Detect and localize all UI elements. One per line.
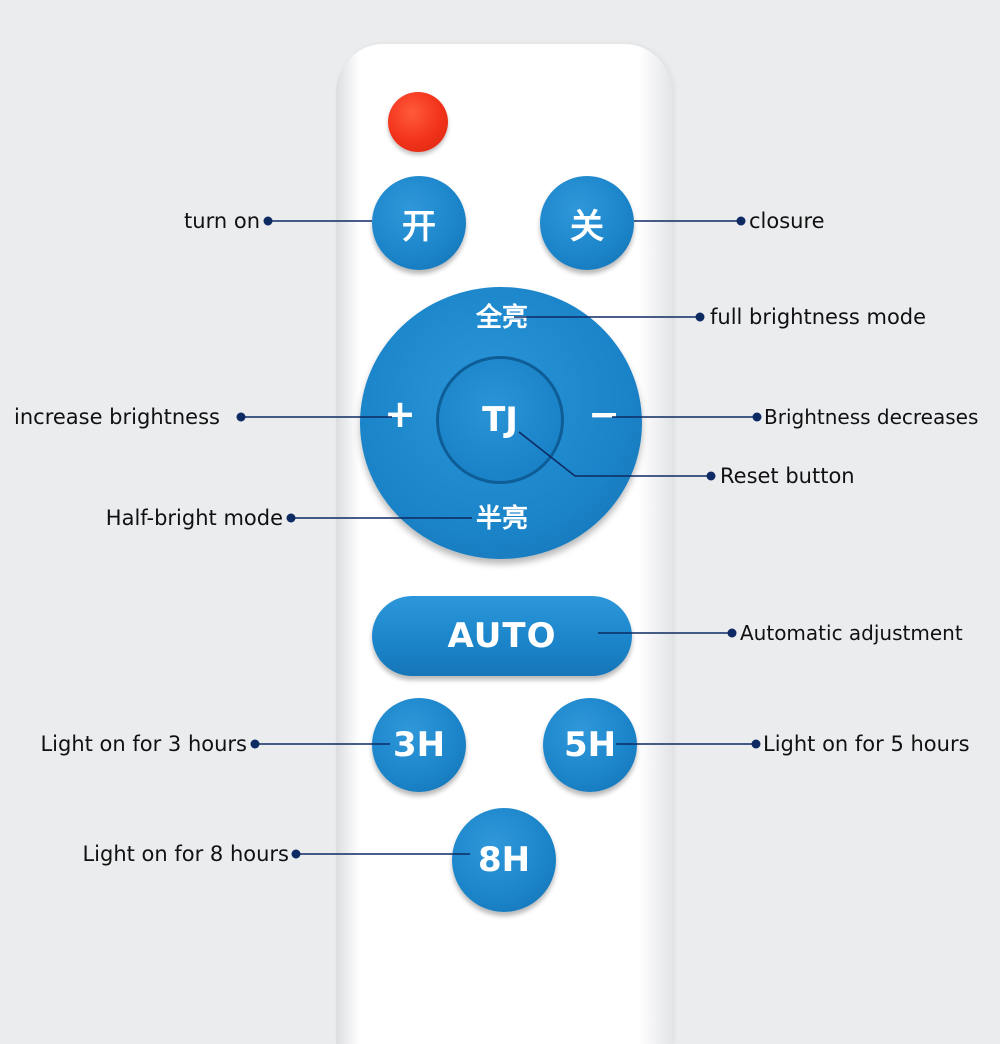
label-brightness-decreases: Brightness decreases [764,405,979,429]
dot-5h [751,739,761,749]
label-light-3h: Light on for 3 hours [40,732,247,756]
label-increase-brightness: increase brightness [14,405,220,429]
timer-8h-button[interactable]: 8H [452,808,556,912]
reset-tj-label: TJ [482,400,518,440]
dot-reset [706,471,716,481]
timer-3h-button[interactable]: 3H [372,698,466,792]
decrease-brightness-button[interactable]: − [588,392,620,436]
dot-closure [736,216,746,226]
label-closure: closure [749,209,825,233]
leader-lines [236,216,762,859]
reset-tj-button[interactable]: TJ [436,356,564,484]
label-light-8h: Light on for 8 hours [82,842,289,866]
turn-on-button[interactable]: 开 [372,176,466,270]
full-bright-button[interactable]: 全亮 [475,303,528,333]
dot-3h [250,739,260,749]
closure-button[interactable]: 关 [540,176,634,270]
timer-8h-label: 8H [477,840,531,880]
label-half-bright-mode: Half-bright mode [105,506,283,530]
dot-turn-on [263,216,273,226]
dot-auto [727,628,737,638]
half-bright-button[interactable]: 半亮 [475,504,528,534]
dot-8h [291,849,301,859]
timer-3h-label: 3H [392,725,446,765]
dot-half-bright [286,513,296,523]
closure-button-label: 关 [570,206,604,247]
dot-full-bright [695,312,705,322]
label-full-brightness-mode: full brightness mode [710,305,927,329]
turn-on-button-label: 开 [402,206,436,247]
label-reset-button: Reset button [720,464,855,488]
increase-brightness-button[interactable]: + [384,392,416,436]
auto-button[interactable]: AUTO [372,596,632,676]
leader-reset [518,431,711,477]
label-automatic-adjustment: Automatic adjustment [740,621,963,645]
power-button[interactable] [388,92,448,152]
remote-diagram: 开 关 全亮 + − 半亮 TJ AUTO 3H 5H 8H [14,44,979,1044]
auto-button-label: AUTO [447,616,557,656]
dot-decrease [752,412,762,422]
label-light-5h: Light on for 5 hours [763,732,970,756]
timer-5h-button[interactable]: 5H [543,698,637,792]
label-turn-on: turn on [184,209,260,233]
timer-5h-label: 5H [563,725,617,765]
dot-increase [236,412,246,422]
